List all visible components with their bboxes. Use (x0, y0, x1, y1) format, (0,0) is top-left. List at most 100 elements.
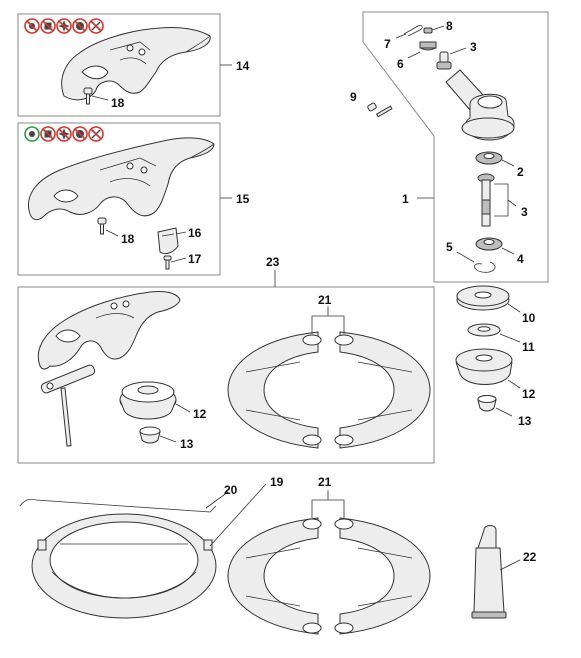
clamp-screw-3 (436, 51, 452, 70)
guard-ring-19 (31, 513, 217, 619)
callout-23: 23 (266, 255, 280, 269)
spacer-8 (423, 27, 433, 34)
bottom-parts: 20 19 21 22 (19, 475, 537, 635)
callout-8: 8 (446, 19, 453, 33)
skid-ring-21-kit (227, 331, 431, 449)
combination-wrench (40, 364, 96, 447)
leader-12-kit (175, 403, 191, 413)
ball-bearing-4 (475, 237, 503, 251)
leader-6 (407, 51, 421, 59)
no-brush-knife-icon (72, 126, 88, 142)
box-23-frame (17, 286, 435, 464)
washer-6 (419, 41, 437, 51)
mounting-stack: 10 11 12 13 (455, 285, 536, 428)
callout-7: 7 (384, 37, 391, 51)
callout-3-shaft: 3 (521, 205, 528, 219)
no-polycut-icon (40, 126, 56, 142)
leader-2 (501, 159, 515, 167)
leader-21-kit (311, 306, 345, 334)
callout-4: 4 (517, 252, 524, 266)
callout-20: 20 (224, 483, 238, 497)
callout-1: 1 (402, 192, 409, 206)
leader-19 (209, 483, 267, 547)
deflector-guard-15 (28, 137, 215, 221)
retainer-wire-20 (19, 498, 217, 513)
leader-20 (205, 491, 229, 509)
callout-18-mid: 18 (121, 232, 135, 246)
callout-9: 9 (350, 90, 357, 104)
callout-3-top: 3 (470, 40, 477, 54)
box-15-frame (17, 122, 221, 276)
thrust-washer-10 (456, 285, 510, 311)
deflector-guard-14 (61, 27, 211, 101)
no-trimmer-head-icon (24, 18, 40, 34)
no-grass-blade-icon (56, 126, 72, 142)
callout-2: 2 (517, 165, 524, 179)
no-grass-blade-icon (56, 18, 72, 34)
leader-5 (456, 251, 475, 263)
no-circular-saw-icon (88, 18, 104, 34)
gear-head-assembly: 7 8 6 3 9 (350, 11, 549, 283)
trimmer-head-icon (24, 126, 40, 142)
callout-18: 18 (111, 96, 125, 110)
callout-11: 11 (522, 340, 535, 354)
leader-7 (395, 33, 407, 39)
callout-19: 19 (270, 475, 284, 489)
leader-16 (175, 231, 187, 235)
washer-11 (467, 323, 501, 337)
leader-21 (311, 490, 345, 518)
leader-8 (431, 25, 445, 31)
callout-5: 5 (446, 240, 453, 254)
cap-13 (477, 395, 497, 412)
callout-6: 6 (397, 57, 404, 71)
leader-17 (170, 257, 187, 263)
gear-head-frame (362, 11, 549, 283)
leader-13 (495, 407, 513, 417)
leader-3-top (449, 47, 467, 55)
thrust-plate-12-kit (119, 381, 177, 420)
deflector-guard-kit (37, 291, 181, 370)
screw-18-top (83, 87, 93, 105)
line-limiter-blade-16 (157, 227, 179, 255)
no-polycut-icon (40, 18, 56, 34)
ball-bearing-2 (475, 151, 503, 165)
leader-12 (507, 379, 521, 389)
callout-14: 14 (236, 59, 250, 73)
leader-4 (501, 247, 515, 255)
callout-17: 17 (188, 252, 202, 266)
leader-3-shaft (494, 183, 517, 217)
leader-11 (499, 333, 521, 343)
output-shaft-3 (477, 173, 495, 227)
leader-13-kit (159, 435, 177, 443)
callout-21: 21 (318, 475, 332, 489)
grease-tube-22 (471, 525, 507, 619)
leader-22 (499, 559, 521, 571)
thrust-plate-12 (455, 348, 513, 385)
screw-17 (163, 255, 172, 270)
callout-13: 13 (518, 414, 532, 428)
no-brush-knife-icon (72, 18, 88, 34)
callout-16: 16 (188, 226, 202, 240)
callout-21-kit: 21 (318, 293, 332, 307)
callout-10: 10 (522, 311, 536, 325)
callout-22: 22 (523, 550, 537, 564)
callout-15: 15 (236, 192, 250, 206)
box-14: 18 14 (17, 13, 250, 117)
clip-7 (403, 25, 423, 37)
leader-18-mid (105, 229, 119, 237)
screw-18-mid (97, 217, 107, 235)
circlip-5 (474, 261, 496, 273)
leader-18-top (91, 95, 109, 101)
gear-housing (445, 69, 515, 141)
cap-13-kit (139, 426, 161, 444)
callout-12-kit: 12 (193, 407, 207, 421)
skid-ring-21 (227, 517, 431, 635)
callout-12: 12 (522, 387, 536, 401)
screw-9 (367, 102, 393, 118)
callout-13-kit: 13 (180, 437, 194, 451)
no-circular-saw-icon (88, 126, 104, 142)
box-23: 23 12 13 (17, 255, 435, 464)
leader-10 (507, 303, 521, 313)
box-15: 18 16 17 15 (17, 122, 250, 276)
